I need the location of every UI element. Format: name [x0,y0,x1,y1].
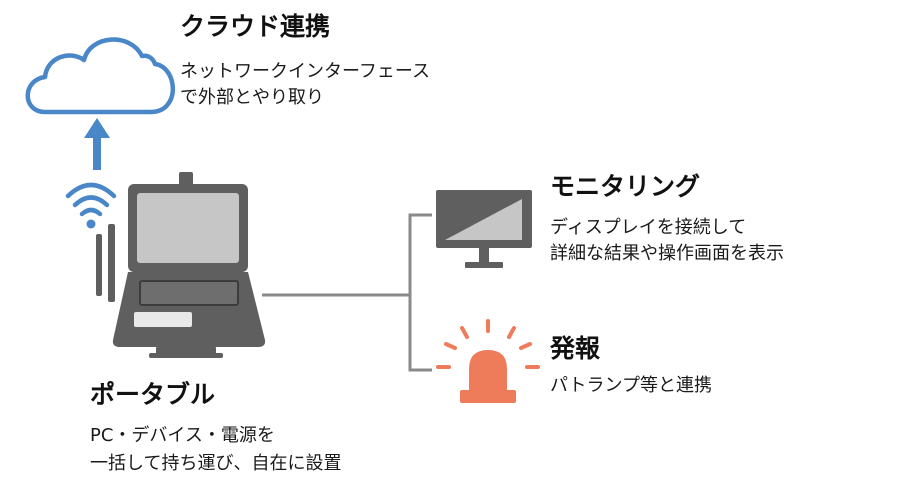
portable-case-icon [96,172,266,358]
cloud-desc-line2: で外部とやり取り [180,87,324,108]
portable-desc-line1: PC・デバイス・電源を [90,425,275,446]
cloud-icon [25,37,176,115]
cloud-title: クラウド連携 [180,12,331,41]
portable-desc-line2: 一括して持ち運び、自在に設置 [90,453,342,474]
upload-arrow-icon [84,118,110,170]
monitoring-desc-line2: 詳細な結果や操作画面を表示 [550,243,784,264]
monitoring-desc-line1: ディスプレイを接続して [550,217,747,238]
alert-desc-line1: パトランプ等と連携 [550,375,712,396]
monitoring-title: モニタリング [550,172,701,201]
connector-lines [262,213,432,372]
alert-title: 発報 [550,334,601,363]
cloud-desc-line1: ネットワークインターフェース [180,61,431,82]
portable-title: ポータブル [90,380,216,409]
patrol-lamp-icon [436,319,540,403]
wifi-icon [65,182,117,229]
monitor-icon [436,190,532,268]
